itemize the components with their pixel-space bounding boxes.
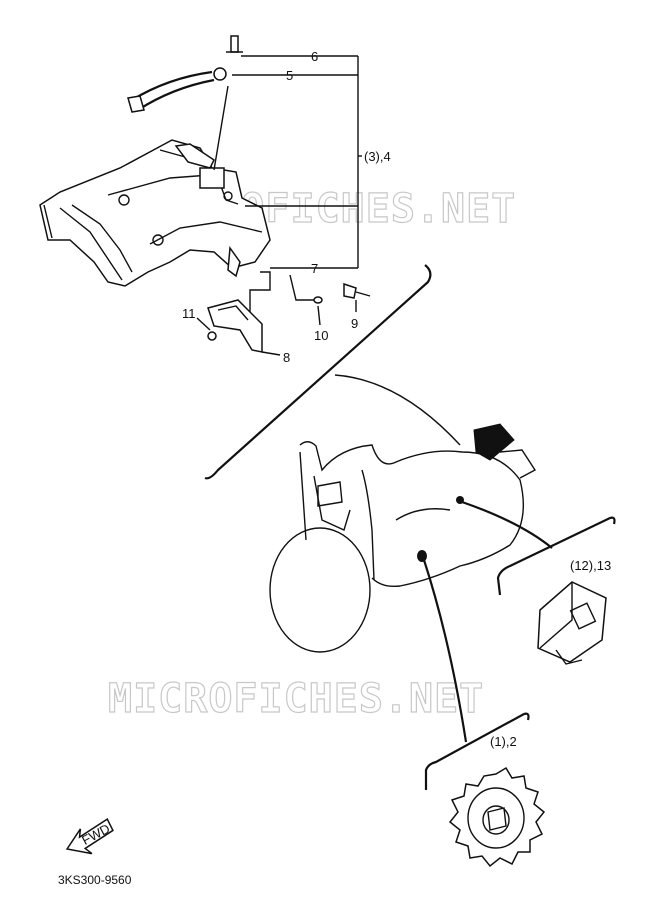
grab-strap (127, 67, 227, 113)
label-part-5: 5 (286, 68, 293, 83)
leader-10 (317, 305, 321, 326)
strap-bolt (226, 35, 243, 53)
leader-to-cdi (461, 500, 553, 549)
fwd-label: FWD (79, 821, 112, 848)
group-bracket-upper (204, 264, 432, 480)
label-part-11: 11 (182, 306, 196, 321)
label-part-3-4: (3),4 (364, 149, 391, 164)
label-part-8: 8 (283, 350, 290, 365)
motorcycle-outline (269, 423, 537, 653)
washer (313, 296, 323, 304)
label-part-12-13: (12),13 (570, 558, 611, 573)
label-part-1-2: (1),2 (490, 734, 517, 749)
forward-arrow-icon: FWD (65, 818, 114, 855)
group-bracket-sprocket (424, 712, 530, 790)
watermark-bottom: MICROFICHES.NET (108, 676, 484, 722)
leader-lines-fender (213, 55, 362, 318)
leader-11 (196, 317, 211, 331)
label-part-10: 10 (314, 328, 328, 343)
label-part-6: 6 (311, 49, 318, 64)
leader-to-sprocket (422, 559, 468, 743)
screw (343, 282, 371, 299)
label-part-9: 9 (351, 316, 358, 331)
document-id: 3KS300-9560 (58, 873, 132, 887)
leader-8 (261, 351, 281, 356)
label-part-7: 7 (311, 261, 318, 276)
drive-sprocket (448, 766, 546, 868)
cdi-unit (537, 581, 607, 665)
leader-to-bike-upper (334, 374, 461, 446)
rear-fender (39, 139, 271, 287)
stay-bracket (207, 299, 263, 353)
group-bracket-cdi (496, 516, 616, 596)
